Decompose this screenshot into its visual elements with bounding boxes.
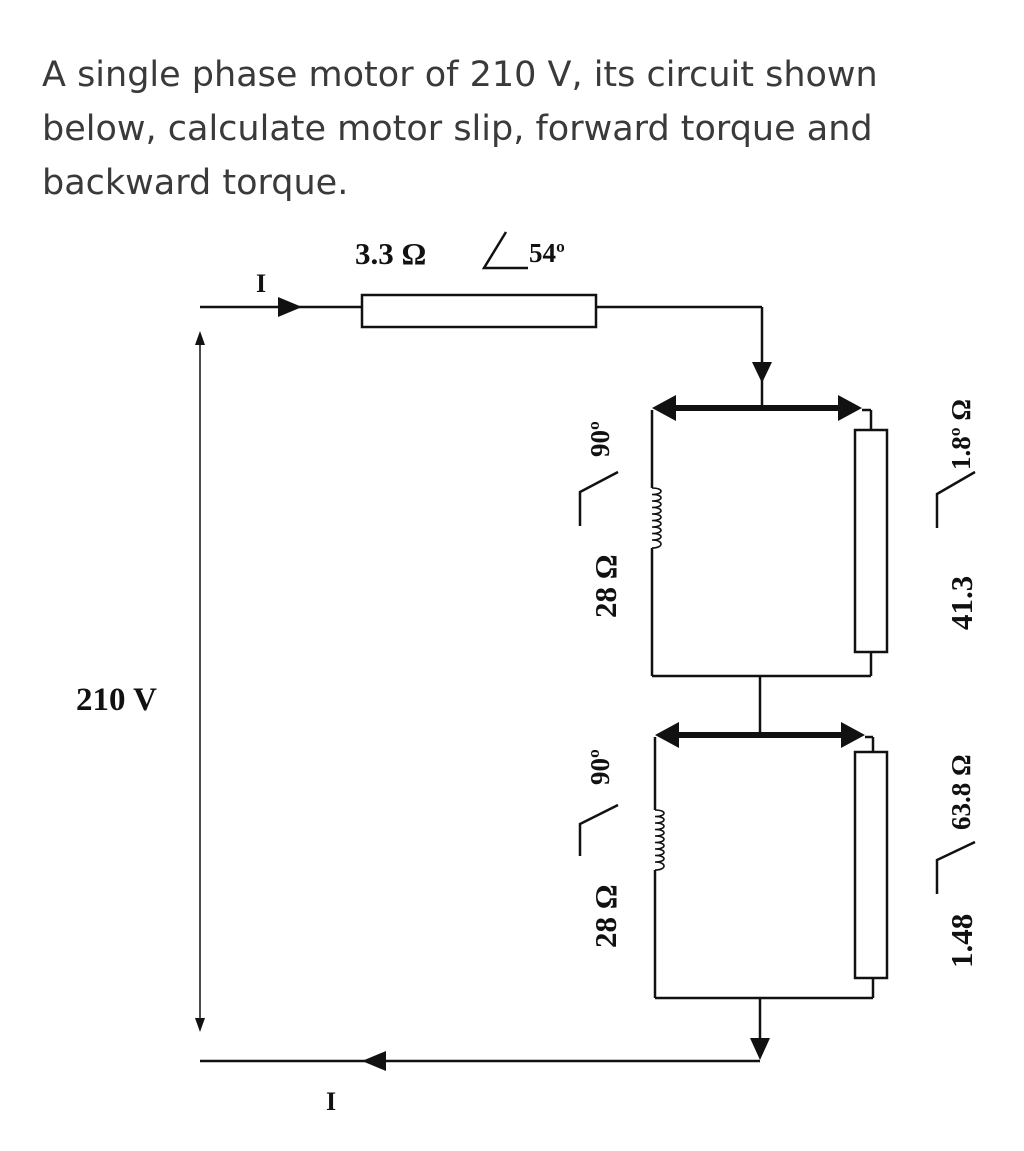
stator-impedance-resistor <box>360 293 598 329</box>
bottom-wire <box>200 998 770 1071</box>
stator-angle-symbol <box>481 231 528 270</box>
backward-rotor-angle: 63.8 Ω <box>946 754 976 830</box>
forward-rotor-angle: 1.8º Ω <box>946 399 976 470</box>
current-label-bottom: I <box>326 1087 336 1116</box>
backward-rotor-resistor <box>853 750 889 980</box>
question-line-3: backward torque. <box>42 163 349 203</box>
backward-branch <box>653 722 875 1000</box>
forward-rotor-resistor <box>853 428 889 654</box>
stator-impedance-value: 3.3 Ω <box>355 236 426 271</box>
backward-reactance-coil <box>654 809 665 871</box>
stator-impedance-angle: 54º <box>529 238 565 268</box>
supply-voltage-label: 210 V <box>76 682 157 718</box>
backward-rotor-magnitude: 1.48 <box>944 914 979 968</box>
backward-reactance-angle-symbol <box>578 803 619 856</box>
question-line-1: A single phase motor of 210 V, its circu… <box>42 55 878 95</box>
question-text: A single phase motor of 210 V, its circu… <box>42 48 982 210</box>
current-label-top: I <box>256 269 266 298</box>
backward-rotor-angle-symbol <box>935 840 976 894</box>
backward-reactance-value: 28 Ω <box>588 884 623 948</box>
forward-rotor-magnitude: 41.3 <box>944 576 979 630</box>
forward-reactance-coil <box>651 487 662 549</box>
forward-reactance-angle: 90º <box>585 421 615 457</box>
question-line-2: below, calculate motor slip, forward tor… <box>42 109 873 149</box>
supply-voltage-arrow <box>195 331 205 1032</box>
backward-reactance-angle: 90º <box>585 749 615 785</box>
forward-rotor-angle-symbol <box>935 470 976 528</box>
forward-reactance-angle-symbol <box>578 470 619 526</box>
top-wire <box>200 297 772 408</box>
forward-reactance-value: 28 Ω <box>588 554 623 618</box>
forward-branch <box>650 395 873 678</box>
